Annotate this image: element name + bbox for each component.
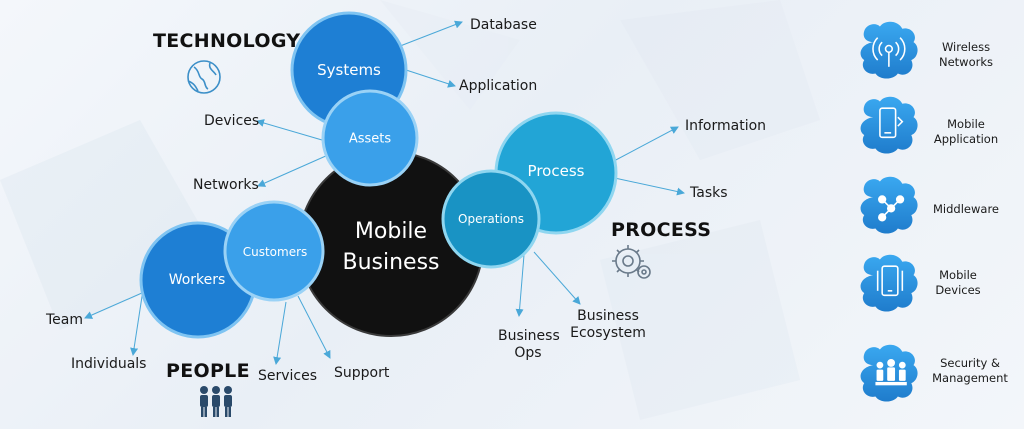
connector-business-ops: [515, 254, 525, 317]
leaf-support: Support: [334, 365, 390, 381]
leaf-business-ops: Business Ops: [498, 328, 560, 362]
sidebar-label-mobile-devices-line2: Devices: [935, 283, 981, 297]
leaf-devices: Devices: [204, 113, 260, 129]
operations-label: Operations: [458, 212, 524, 226]
circles: [139, 11, 618, 339]
sidebar-label-security-line1: Security &: [940, 356, 1000, 370]
connector-networks: [257, 154, 329, 187]
process-heading: PROCESS: [611, 219, 712, 241]
people-heading: PEOPLE: [166, 360, 250, 382]
leaf-services: Services: [258, 368, 318, 384]
process-label: Process: [527, 162, 585, 180]
sidebar-label-wireless-line2: Networks: [938, 55, 993, 69]
leaf-business-ops-line2: Ops: [514, 345, 542, 361]
sidebar-cloud-mobile-devices: [860, 254, 918, 312]
sidebar-label-wireless-line1: Wireless: [941, 40, 991, 54]
sidebar-label-wireless: Wireless Networks: [926, 40, 1006, 70]
connector-devices: [256, 119, 323, 141]
connector-support: [297, 295, 331, 359]
sidebar-label-security: Security & Management: [926, 356, 1014, 386]
assets-circle: [321, 89, 419, 187]
leaf-application: Application: [459, 78, 538, 94]
center-label-line2: Business: [342, 250, 439, 275]
customers-circle: [223, 200, 325, 302]
sidebar-cloud-wireless: [860, 21, 918, 79]
background-polygons: [0, 0, 820, 420]
connector-business-ecosystem: [533, 251, 581, 305]
leaf-information: Information: [685, 118, 767, 134]
sidebar-label-mobile-app-line2: Application: [933, 132, 999, 146]
leaf-tasks: Tasks: [690, 185, 728, 201]
sidebar-cloud-mobile-app: [860, 96, 918, 154]
assets-label: Assets: [348, 131, 392, 147]
leaf-business-ecosystem-line1: Business: [577, 308, 639, 324]
sidebar-label-mobile-devices-line1: Mobile: [939, 268, 977, 282]
mobile-devices-icon: [876, 265, 904, 297]
security-management-icon: [875, 359, 907, 386]
sidebar-label-middleware-line1: Middleware: [933, 202, 999, 216]
sidebar-label-mobile-app-line1: Mobile: [947, 117, 985, 131]
technology-heading: TECHNOLOGY: [153, 30, 301, 52]
leaf-networks: Networks: [193, 177, 259, 193]
people-group-icon: [200, 386, 232, 417]
globe-icon: [187, 60, 221, 94]
leaf-database: Database: [470, 17, 537, 33]
sidebar-label-middleware: Middleware: [926, 202, 1006, 217]
connector-application: [399, 67, 456, 88]
mobile-app-icon: [879, 107, 904, 139]
operations-circle: [441, 169, 541, 269]
sidebar-label-security-line2: Management: [932, 371, 1008, 385]
gears-icon: [612, 245, 651, 279]
sidebar-cloud-security: [860, 344, 918, 402]
wireless-antenna-icon: [872, 37, 906, 67]
systems-label: Systems: [317, 61, 381, 79]
leaf-individuals: Individuals: [71, 356, 147, 372]
leaf-business-ecosystem: Business Ecosystem: [566, 308, 650, 342]
connector-services: [273, 301, 287, 365]
leaf-team: Team: [46, 312, 84, 328]
center-label-line1: Mobile: [355, 219, 427, 244]
connector-information: [611, 126, 679, 163]
workers-label: Workers: [168, 272, 226, 288]
connector-individuals: [130, 289, 144, 356]
leaf-business-ecosystem-line2: Ecosystem: [570, 325, 646, 341]
connector-database: [394, 20, 463, 49]
sidebar-cloud-middleware: [860, 176, 918, 234]
customers-label: Customers: [242, 245, 308, 259]
sidebar-label-mobile-devices: Mobile Devices: [926, 268, 990, 298]
middleware-nodes-icon: [878, 195, 905, 222]
sidebar-label-mobile-app: Mobile Application: [926, 117, 1006, 147]
leaf-business-ops-line1: Business: [498, 328, 560, 344]
connector-tasks: [609, 176, 685, 196]
